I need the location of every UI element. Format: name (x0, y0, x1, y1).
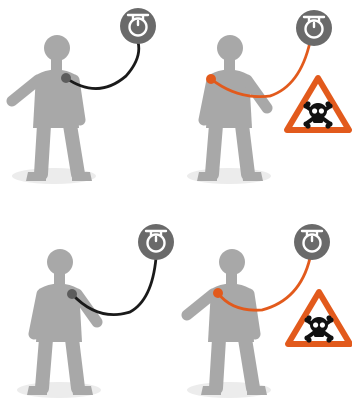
worker-figure (187, 35, 271, 184)
grounding-cable (72, 258, 156, 315)
grounding-clamp-icon (138, 224, 174, 260)
skull-crossbones-warning-icon (287, 78, 349, 130)
contact-point (206, 74, 216, 84)
panel-top-right (187, 10, 349, 184)
grounding-clamp-icon (294, 224, 330, 260)
grounding-clamp-icon (296, 10, 332, 46)
panel-bottom-right (187, 224, 350, 398)
grounding-clamp-icon (120, 8, 156, 44)
panel-top-left (12, 8, 156, 184)
contact-point (61, 73, 71, 83)
skull-crossbones-warning-icon (288, 292, 350, 344)
worker-figure (17, 249, 101, 398)
worker-figure (187, 249, 271, 398)
worker-figure (12, 35, 96, 184)
contact-point (67, 289, 77, 299)
contact-point (213, 288, 223, 298)
panel-bottom-left (17, 224, 174, 398)
